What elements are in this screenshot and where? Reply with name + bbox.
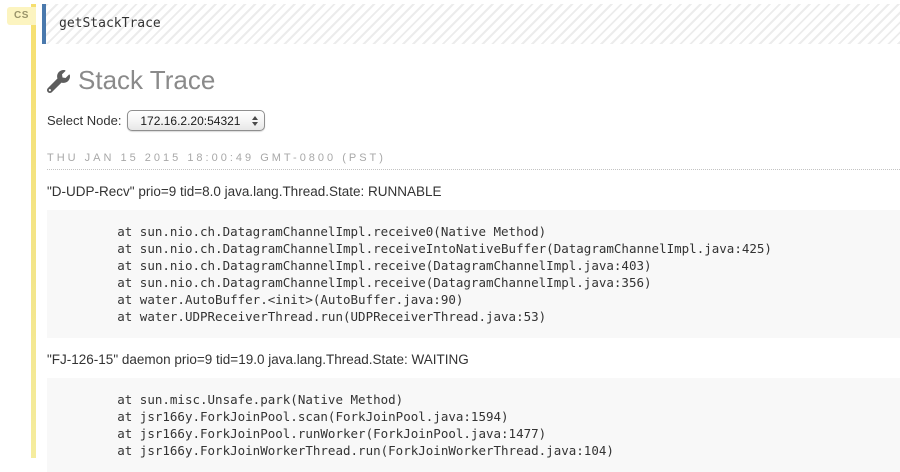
select-node-label: Select Node:: [47, 113, 122, 128]
thread-section: "FJ-126-15" daemon prio=9 tid=19.0 java.…: [47, 352, 900, 472]
thread-header: "D-UDP-Recv" prio=9 tid=8.0 java.lang.Th…: [47, 184, 442, 199]
cell-output: Stack Trace Select Node: 172.16.2.20:543…: [46, 65, 900, 472]
cell-type-badge: CS: [7, 7, 36, 25]
thread-section: "D-UDP-Recv" prio=9 tid=8.0 java.lang.Th…: [47, 184, 900, 338]
timestamp: THU JAN 15 2015 18:00:49 GMT-0800 (PST): [47, 152, 900, 170]
node-select[interactable]: 172.16.2.20:54321: [127, 110, 266, 131]
code-cell-input[interactable]: getStackTrace: [42, 4, 900, 44]
flow-notebook-page: CS getStackTrace Stack Trace Select Node…: [0, 4, 900, 472]
wrench-icon: [46, 69, 70, 94]
cell-selection-gutter: [31, 4, 36, 458]
select-stepper-icon: [248, 111, 264, 130]
thread-header: "FJ-126-15" daemon prio=9 tid=19.0 java.…: [47, 352, 469, 367]
output-heading: Stack Trace: [46, 65, 900, 96]
stack-frames: at sun.misc.Unsafe.park(Native Method) a…: [47, 378, 900, 472]
stack-frames: at sun.nio.ch.DatagramChannelImpl.receiv…: [47, 210, 900, 338]
output-title: Stack Trace: [78, 65, 216, 95]
thread-sections: "D-UDP-Recv" prio=9 tid=8.0 java.lang.Th…: [47, 184, 900, 472]
node-select-value: 172.16.2.20:54321: [140, 113, 241, 128]
